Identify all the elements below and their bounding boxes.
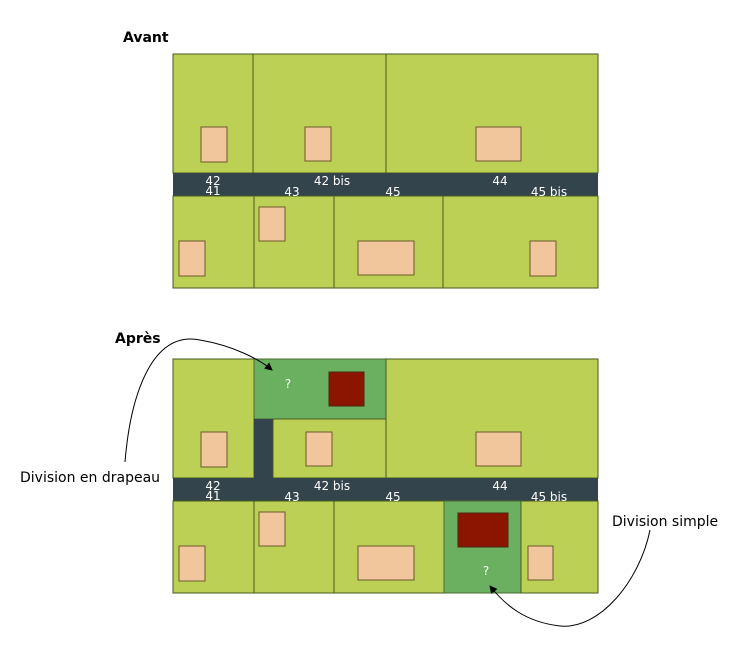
lot-number: 45 <box>385 185 400 199</box>
house <box>200 431 228 468</box>
house <box>305 431 333 467</box>
road <box>173 173 598 196</box>
house <box>178 545 206 582</box>
house <box>258 206 286 242</box>
title-before: Avant <box>123 30 169 46</box>
house <box>475 126 522 162</box>
unknown-mark: ? <box>483 564 489 578</box>
label-flag-division: Division en drapeau <box>20 470 160 486</box>
lot-number: 43 <box>284 185 299 199</box>
house <box>178 240 206 277</box>
house <box>258 511 286 547</box>
lot-44 <box>385 53 599 174</box>
new-flag-lot <box>253 358 387 420</box>
arrow-simple <box>489 529 651 627</box>
label-simple-division: Division simple <box>612 514 718 530</box>
plan-before: 42 41 42 bis 43 45 44 45 bis <box>172 53 599 289</box>
flag-access <box>254 419 273 478</box>
house <box>475 431 522 467</box>
house <box>304 126 332 162</box>
new-house <box>457 512 509 548</box>
lot-number: 45 bis <box>531 490 567 504</box>
plan-after: ? ? 42 41 42 bis 43 45 44 45 bis <box>172 358 599 594</box>
lot-number: 42 <box>205 174 220 188</box>
house <box>357 545 415 581</box>
lot-number: 41 <box>205 489 220 503</box>
lot-45bis <box>442 195 599 289</box>
house <box>200 126 228 163</box>
house <box>527 545 554 581</box>
unknown-mark: ? <box>285 377 291 391</box>
lot-number: 45 <box>385 490 400 504</box>
lot-number: 42 <box>205 479 220 493</box>
lot-number: 41 <box>205 184 220 198</box>
house <box>357 240 415 276</box>
arrow-flag <box>124 338 273 463</box>
lot-number: 45 bis <box>531 185 567 199</box>
lot-number: 44 <box>492 479 507 493</box>
house <box>529 240 557 277</box>
title-after: Après <box>115 331 161 347</box>
lot-43 <box>253 195 335 289</box>
road <box>173 478 598 501</box>
lot-number: 42 bis <box>314 174 350 188</box>
new-house <box>328 371 365 407</box>
lot-number: 43 <box>284 490 299 504</box>
lot-number: 42 bis <box>314 479 350 493</box>
lot-number: 44 <box>492 174 507 188</box>
